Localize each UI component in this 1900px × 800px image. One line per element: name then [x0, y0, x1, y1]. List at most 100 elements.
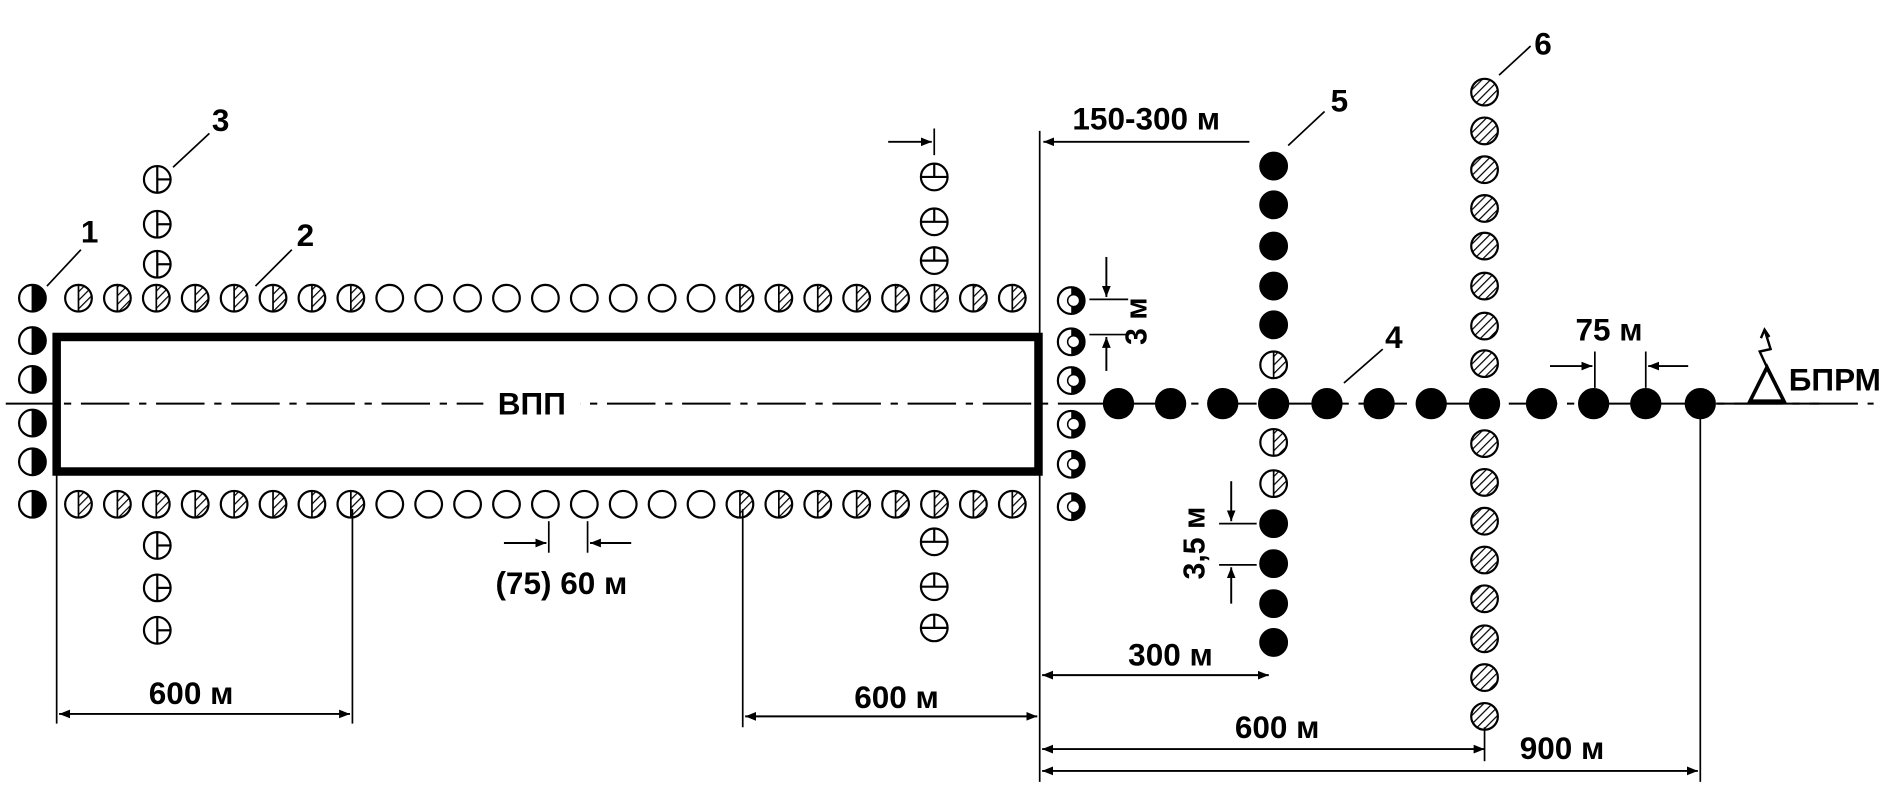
- edge-light-bottom: [803, 489, 833, 519]
- crossbar-600-light: [1470, 663, 1499, 692]
- dim-600: 600 м: [1235, 709, 1320, 745]
- crossbar-300-light: [1259, 271, 1289, 301]
- edge-light-top: [608, 283, 638, 313]
- edge-light-top: [453, 283, 483, 313]
- edge-light-top: [686, 283, 716, 313]
- lightning-icon: [1757, 329, 1773, 368]
- end-light-left: [17, 364, 47, 394]
- crossbar-600-light: [1470, 584, 1499, 614]
- centreline-light: [1258, 388, 1290, 420]
- edge-light-bottom: [530, 489, 560, 519]
- side-bar-light: [142, 615, 172, 645]
- dim-150-300: 150-300 м: [1072, 101, 1220, 137]
- edge-light-bottom: [258, 489, 288, 519]
- centreline-light: [1468, 388, 1501, 420]
- crossbar-600-light: [1470, 271, 1499, 301]
- crossbar-600-light: [1470, 429, 1499, 459]
- edge-light-bottom: [725, 489, 755, 519]
- edge-light-top: [297, 283, 327, 313]
- dim-900: 900 м: [1520, 730, 1605, 766]
- edge-light-bottom: [180, 489, 210, 519]
- dim-75m: 75 м: [1575, 312, 1642, 348]
- crossbar-600-light: [1470, 194, 1499, 223]
- edge-light-bottom: [569, 489, 599, 519]
- crossbar-300-light: [1259, 190, 1289, 220]
- crossbar-300-light: [1259, 151, 1289, 181]
- crossbar-300-light: [1259, 509, 1289, 539]
- crossbar-300-light: [1259, 628, 1289, 657]
- edge-light-top: [219, 283, 249, 313]
- dim-3m: 3 м: [1120, 297, 1153, 345]
- dim-75-60m: (75) 60 м: [495, 565, 627, 601]
- centreline-light: [1311, 388, 1343, 420]
- centreline-light: [1207, 388, 1239, 420]
- edge-light-bottom: [102, 489, 132, 519]
- side-bar-light: [919, 613, 949, 643]
- crossbar-600-light: [1470, 311, 1499, 341]
- runway-rectangle: [52, 332, 1043, 476]
- edge-light-top: [530, 283, 560, 313]
- side-bar-light: [919, 246, 949, 276]
- side-bar-light: [142, 531, 172, 560]
- callout-6: 6: [1534, 26, 1552, 62]
- crossbar-600-light: [1470, 624, 1499, 654]
- dimension-labels: 150-300 м 3 м 75 м (75) 60 м 3,5 м 600 м…: [149, 101, 1643, 766]
- side-bar-light: [919, 162, 949, 192]
- edge-light-top: [647, 283, 677, 313]
- side-bar-light: [919, 572, 949, 602]
- beacon: БПРМ: [1716, 327, 1881, 405]
- callout-4: 4: [1385, 319, 1403, 355]
- crossbar-600-light: [1470, 77, 1499, 107]
- edge-light-top: [414, 283, 444, 313]
- crossbar-300-light: [1259, 428, 1289, 457]
- side-bar-light: [142, 573, 172, 603]
- centreline-light: [1684, 388, 1716, 420]
- end-light-left: [17, 447, 47, 477]
- crossbar-600-light: [1470, 349, 1499, 379]
- side-bar-light: [142, 249, 172, 279]
- runway: ВПП: [5, 332, 1874, 476]
- dim-3-5m: 3,5 м: [1179, 507, 1212, 580]
- side-bar-light: [142, 164, 172, 194]
- edge-light-top: [375, 283, 405, 313]
- beacon-label: БПРМ: [1789, 361, 1881, 397]
- edge-light-bottom: [141, 489, 171, 519]
- edge-light-top: [258, 283, 288, 313]
- edge-light-bottom: [64, 489, 93, 519]
- end-light-left: [17, 326, 47, 356]
- centreline-light: [1415, 388, 1447, 420]
- threshold-light-right: [1056, 449, 1086, 479]
- side-bar-light: [919, 527, 949, 557]
- edge-light-bottom: [764, 489, 794, 519]
- centreline-light: [1102, 388, 1135, 420]
- edge-light-bottom: [842, 489, 872, 519]
- centreline-light: [1154, 388, 1187, 420]
- crossbar-300-light: [1259, 310, 1289, 340]
- centreline-light: [1525, 388, 1558, 420]
- edge-light-top: [920, 283, 949, 313]
- edge-light-top: [492, 283, 521, 313]
- end-light-left: [17, 489, 47, 519]
- centreline-light: [1630, 388, 1662, 420]
- edge-light-top: [725, 283, 755, 313]
- dim-300: 300 м: [1128, 636, 1213, 672]
- centreline-light: [1578, 388, 1610, 420]
- centreline-light: [1363, 388, 1395, 420]
- crossbar-600-light: [1470, 231, 1499, 261]
- edge-light-top: [881, 283, 910, 313]
- edge-light-top: [997, 283, 1027, 313]
- edge-light-top: [102, 283, 132, 313]
- dimension-lines: [55, 128, 1702, 782]
- crossbar-600-light: [1470, 506, 1499, 536]
- side-bar-light: [919, 207, 949, 237]
- edge-light-bottom: [997, 489, 1027, 519]
- threshold-light-right: [1056, 409, 1086, 439]
- crossbar-600-light: [1470, 701, 1499, 731]
- lights: [17, 77, 1716, 731]
- crossbar-300-light: [1259, 231, 1289, 261]
- edge-light-bottom: [414, 489, 444, 519]
- edge-light-top: [336, 283, 366, 313]
- threshold-light-right: [1056, 366, 1086, 396]
- callout-5: 5: [1331, 83, 1349, 119]
